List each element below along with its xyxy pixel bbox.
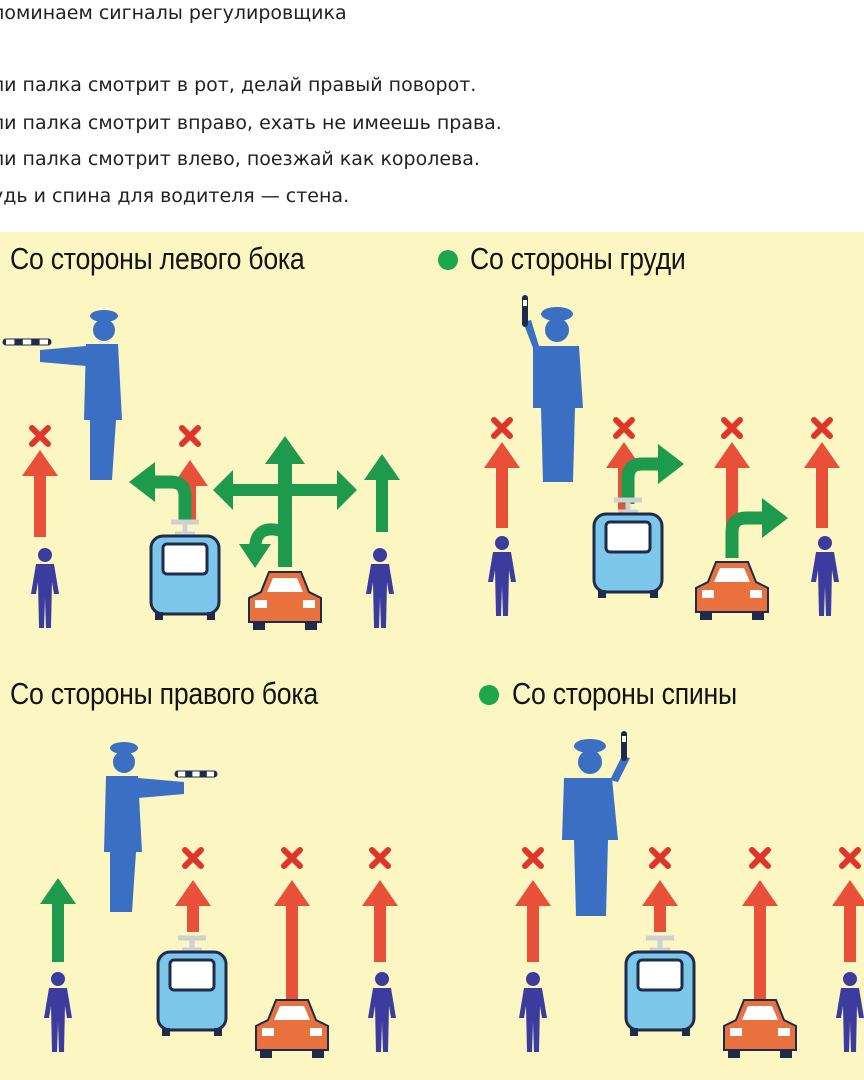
pedestrian-icon [811,536,839,616]
signals-illustration [2,295,864,1058]
intro-line-2: ли палка смотрит в рот, делай правый пов… [0,74,477,96]
forbidden-cross-icon [613,417,635,439]
intro-line-4: ли палка смотрит влево, поезжай как коро… [0,148,480,170]
forbidden-cross-icon [369,847,391,869]
arrow-up-icon [175,880,211,932]
forbidden-cross-icon [491,417,513,439]
traffic-officer-icon [562,731,630,916]
arrow-up-icon [742,880,778,1002]
forbidden-cross-icon [811,417,833,439]
forbidden-cross-icon [281,847,303,869]
arrow-up-icon [274,880,310,1002]
panel-heading-back: Со стороны спины [512,676,737,711]
forbidden-cross-icon [839,847,861,869]
pedestrian-icon [836,972,864,1052]
pedestrian-icon [31,548,59,628]
car-icon [248,571,322,630]
forbidden-cross-icon [182,847,204,869]
traffic-officer-icon [522,295,583,482]
pedestrian-icon [488,536,516,616]
traffic-officer-icon [40,310,122,480]
car-icon [723,999,797,1058]
arrow-up-icon [832,880,864,962]
intro-line-1: поминаем сигналы регулировщика [0,2,347,24]
traffic-controller-poster [0,232,864,1080]
forbidden-cross-icon [29,425,51,447]
car-icon [695,561,769,620]
arrow-up-icon [804,442,840,528]
pedestrian-icon [519,972,547,1052]
arrow-left-icon [129,462,192,522]
forbidden-cross-icon [649,847,671,869]
arrow-crossroads-icon [213,436,357,568]
arrow-up-icon [515,880,551,962]
marker-dot-chest [438,250,458,270]
arrow-right-icon [621,444,684,504]
forbidden-cross-icon [522,847,544,869]
panel-heading-left-side: Со стороны левого бока [10,241,305,276]
tram-icon [156,935,228,1036]
tram-icon [624,935,696,1036]
tram-icon [592,497,664,598]
arrow-up-icon [364,454,400,532]
arrow-up-icon [22,450,58,537]
arrow-right-icon [725,498,788,558]
traffic-officer-icon [104,742,184,912]
arrow-up-icon [484,442,520,528]
forbidden-cross-icon [179,425,201,447]
car-icon [255,999,329,1058]
forbidden-cross-icon [721,417,743,439]
arrow-up-icon [40,878,76,962]
pedestrian-icon [366,548,394,628]
pedestrian-icon [368,972,396,1052]
arrow-up-icon [362,880,398,962]
forbidden-cross-icon [749,847,771,869]
intro-line-5: удь и спина для водителя — стена. [0,185,350,207]
intro-line-3: ли палка смотрит вправо, ехать не имеешь… [0,112,502,134]
marker-dot-back [479,685,499,705]
tram-icon [149,519,221,620]
panel-heading-right-side: Со стороны правого бока [10,676,318,711]
arrow-up-icon [642,880,678,932]
intro-text: поминаем сигналы регулировщика ли палка … [0,0,864,232]
panel-heading-chest: Со стороны груди [470,241,686,276]
pedestrian-icon [44,972,72,1052]
arrow-up-icon [714,442,750,528]
